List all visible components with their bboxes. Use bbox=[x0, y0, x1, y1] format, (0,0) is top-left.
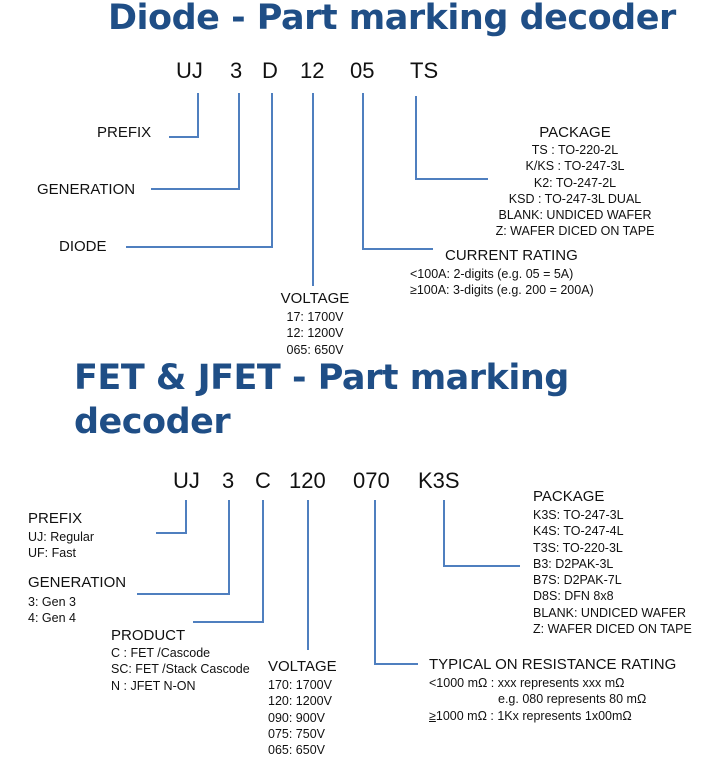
diode-current-item: <100A: 2-digits (e.g. 05 = 5A) bbox=[410, 267, 574, 281]
diode-voltage-item: 065: 650V bbox=[286, 342, 344, 357]
fet-prefix-label: PREFIX bbox=[28, 510, 83, 527]
diode-prefix-label: PREFIX bbox=[97, 124, 152, 141]
diode-package-item: K2: TO-247-2L bbox=[533, 175, 617, 190]
diode-code-voltage: 12 bbox=[300, 58, 325, 83]
fet-package-item: BLANK: UNDICED WAFER bbox=[533, 605, 687, 620]
diode-generation-connector bbox=[151, 93, 240, 190]
fet-title: FET & JFET - Part marking decoder bbox=[74, 356, 569, 444]
fet-package-label: PACKAGE bbox=[533, 488, 605, 505]
diode-code-package: TS bbox=[410, 58, 439, 83]
fet-resistance-item: ≥1000 mΩ : 1Kx represents 1x00mΩ bbox=[429, 708, 646, 724]
fet-product-item: C : FET /Cascode bbox=[111, 646, 211, 660]
fet-package-item: B7S: D2PAK-7L bbox=[533, 573, 622, 588]
diode-package-list: TS : TO-220-2L K/KS : TO-247-3L K2: TO-2… bbox=[490, 142, 660, 240]
fet-code-voltage: 120 bbox=[289, 468, 326, 493]
diode-package-label: PACKAGE bbox=[539, 124, 611, 141]
fet-prefix-list: UJ: Regular UF: Fast bbox=[28, 529, 94, 562]
fet-resistance-label: TYPICAL ON RESISTANCE RATING bbox=[429, 656, 677, 673]
fet-product-connector bbox=[193, 500, 264, 623]
fet-code-prefix: UJ bbox=[173, 468, 200, 493]
fet-package-item: D8S: DFN 8x8 bbox=[533, 589, 614, 604]
diode-voltage-label: VOLTAGE bbox=[280, 290, 350, 307]
fet-voltage-item: 090: 900V bbox=[268, 710, 325, 725]
fet-voltage-label: VOLTAGE bbox=[268, 658, 337, 675]
diode-voltage-list: 17: 1700V 12: 1200V 065: 650V bbox=[265, 309, 365, 358]
fet-package-list: K3S: TO-247-3L K4S: TO-247-4L T3S: TO-22… bbox=[533, 507, 692, 637]
fet-package-connector bbox=[443, 500, 520, 567]
fet-resistance-item-rest: 1000 mΩ : 1Kx represents 1x00mΩ bbox=[435, 708, 632, 723]
fet-product-item: N : JFET N-ON bbox=[111, 678, 196, 693]
fet-voltage-item: 170: 1700V bbox=[268, 678, 332, 692]
fet-product-list: C : FET /Cascode SC: FET /Stack Cascode … bbox=[111, 645, 250, 694]
fet-prefix-connector bbox=[156, 500, 187, 534]
diode-title: Diode - Part marking decoder bbox=[108, 0, 676, 38]
fet-code-package: K3S bbox=[418, 468, 460, 493]
fet-generation-item: 3: Gen 3 bbox=[28, 595, 76, 609]
diode-current-label: CURRENT RATING bbox=[445, 247, 578, 264]
fet-package-item: T3S: TO-220-3L bbox=[533, 540, 623, 555]
fet-resistance-connector bbox=[374, 500, 418, 665]
fet-title-line1: FET & JFET - Part marking bbox=[74, 358, 569, 398]
fet-code-resistance: 070 bbox=[353, 468, 390, 493]
fet-resistance-list: <1000 mΩ : xxx represents xxx mΩ e.g. 08… bbox=[429, 675, 646, 724]
fet-generation-label: GENERATION bbox=[28, 574, 127, 591]
diode-package-item: KSD : TO-247-3L DUAL bbox=[508, 191, 642, 206]
diode-code-prefix: UJ bbox=[176, 58, 203, 83]
diode-voltage-item: 12: 1200V bbox=[286, 326, 344, 341]
fet-generation-connector bbox=[137, 500, 230, 595]
fet-resistance-item: e.g. 080 represents 80 mΩ bbox=[498, 692, 647, 707]
fet-voltage-item: 075: 750V bbox=[268, 726, 325, 741]
fet-package-item: K4S: TO-247-4L bbox=[533, 524, 624, 539]
diode-current-connector bbox=[362, 93, 433, 250]
ge-symbol: ≥ bbox=[429, 708, 436, 723]
diode-generation-label: GENERATION bbox=[37, 181, 136, 198]
diode-voltage-item: 17: 1700V bbox=[286, 310, 344, 324]
fet-product-label: PRODUCT bbox=[111, 627, 186, 644]
fet-package-item: Z: WAFER DICED ON TAPE bbox=[533, 622, 692, 637]
fet-product-item: SC: FET /Stack Cascode bbox=[111, 662, 250, 677]
diode-code-diode: D bbox=[262, 58, 278, 83]
fet-generation-list: 3: Gen 3 4: Gen 4 bbox=[28, 594, 76, 627]
diode-code-current: 05 bbox=[350, 58, 375, 83]
diode-package-item: BLANK: UNDICED WAFER bbox=[498, 208, 652, 223]
fet-code-product: C bbox=[255, 468, 271, 493]
diode-prefix-connector bbox=[169, 93, 199, 138]
fet-generation-item: 4: Gen 4 bbox=[28, 611, 76, 626]
diode-package-item: Z: WAFER DICED ON TAPE bbox=[495, 224, 655, 239]
fet-resistance-item: <1000 mΩ : xxx represents xxx mΩ bbox=[429, 676, 625, 690]
diode-current-list: <100A: 2-digits (e.g. 05 = 5A) ≥100A: 3-… bbox=[410, 266, 594, 299]
fet-package-item: K3S: TO-247-3L bbox=[533, 508, 624, 522]
diode-diode-label: DIODE bbox=[59, 238, 107, 255]
fet-prefix-item: UF: Fast bbox=[28, 546, 76, 561]
diode-diode-connector bbox=[126, 93, 273, 248]
diode-current-item: ≥100A: 3-digits (e.g. 200 = 200A) bbox=[410, 283, 594, 298]
fet-voltage-item: 120: 1200V bbox=[268, 694, 332, 709]
fet-voltage-list: 170: 1700V 120: 1200V 090: 900V 075: 750… bbox=[268, 677, 332, 758]
diode-package-item: K/KS : TO-247-3L bbox=[525, 159, 625, 174]
diode-package-connector bbox=[415, 96, 488, 180]
fet-code-generation: 3 bbox=[222, 468, 235, 493]
fet-voltage-item: 065: 650V bbox=[268, 743, 325, 758]
fet-title-line2: decoder bbox=[74, 402, 231, 442]
diode-package-item: TS : TO-220-2L bbox=[531, 143, 619, 157]
fet-package-item: B3: D2PAK-3L bbox=[533, 556, 614, 571]
fet-prefix-item: UJ: Regular bbox=[28, 530, 94, 544]
diode-code-generation: 3 bbox=[230, 58, 243, 83]
